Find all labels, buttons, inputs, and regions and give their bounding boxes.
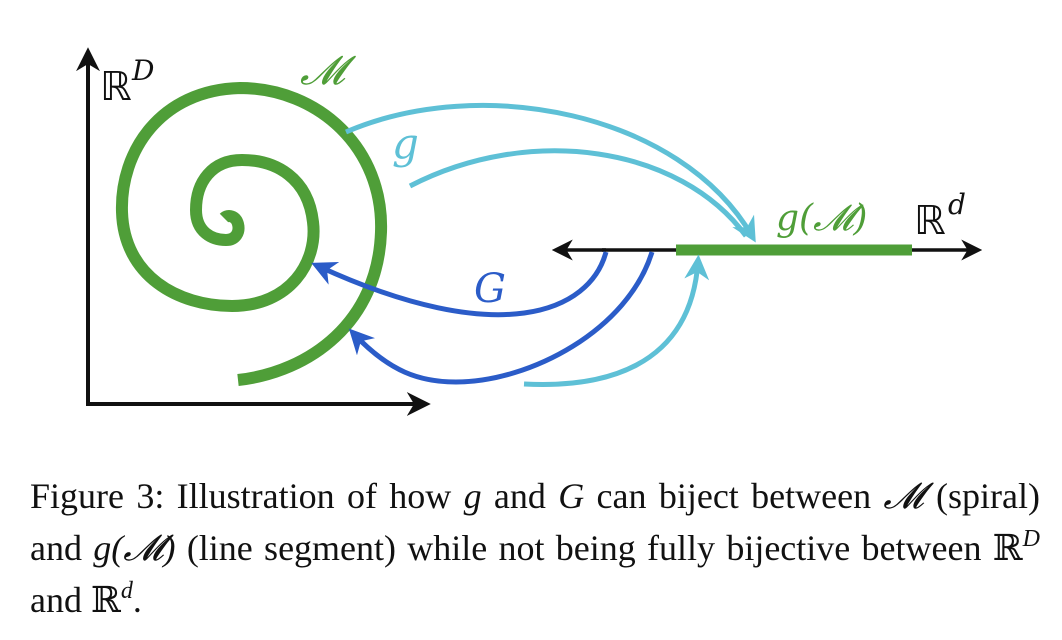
decoder-label: G — [474, 266, 506, 312]
figure-caption: Figure 3: Illustration of how g and G ca… — [30, 470, 1040, 626]
caption-d: d — [120, 578, 133, 604]
caption-text: (line segment) while not being fully bij… — [175, 528, 993, 568]
caption-text: . — [132, 580, 142, 620]
ambient-axes — [76, 47, 431, 416]
g-arrow-lower-return — [523, 254, 710, 387]
encoder-label: g — [392, 119, 419, 168]
caption-M: 𝓜 — [883, 476, 924, 516]
caption-g: g — [463, 476, 482, 516]
image-label: g(𝓜) — [776, 198, 867, 239]
caption-text: and — [481, 476, 559, 516]
caption-D: D — [1022, 526, 1040, 552]
caption-text: (spiral) and — [30, 476, 1040, 568]
caption-G: G — [558, 476, 585, 516]
caption-text: and — [30, 580, 91, 620]
latent-space-label: ℝ — [914, 198, 946, 244]
manifold-diagram: ℝ D 𝓜 g G g(𝓜) ℝ d — [76, 47, 983, 416]
g-arrow-outer — [345, 102, 756, 243]
ambient-space-sup: D — [131, 54, 154, 87]
manifold-label: 𝓜 — [300, 48, 357, 94]
caption-prefix: Figure 3: — [30, 476, 165, 516]
caption-text: can biject between — [584, 476, 884, 516]
caption-gM: g(𝓜) — [93, 528, 176, 568]
caption-Rd: ℝ — [90, 580, 121, 620]
ambient-space-label: ℝ — [100, 64, 132, 110]
g-arrow-inner — [408, 148, 749, 238]
caption-RD: ℝ — [992, 528, 1023, 568]
spiral-manifold — [115, 81, 388, 386]
G-arrow-upper — [311, 251, 609, 318]
G-arrow-lower — [348, 251, 655, 385]
latent-space-sup: d — [948, 188, 966, 221]
caption-text: Illustration of how — [164, 476, 464, 516]
